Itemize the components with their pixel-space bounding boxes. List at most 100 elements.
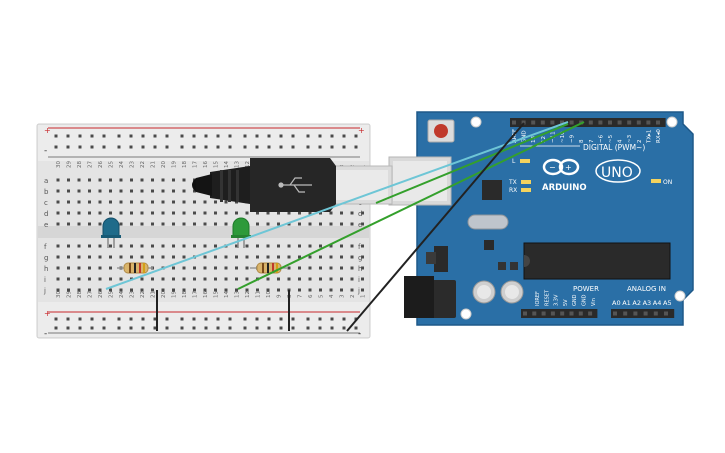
terminal-hole[interactable] <box>361 222 364 226</box>
terminal-hole[interactable] <box>182 189 186 193</box>
power-pin-header[interactable] <box>521 309 598 318</box>
terminal-hole[interactable] <box>361 244 364 248</box>
rail-hole[interactable] <box>243 326 247 330</box>
terminal-hole[interactable] <box>277 211 280 215</box>
terminal-hole[interactable] <box>88 222 91 226</box>
green-wire-short[interactable] <box>375 123 569 204</box>
header-pin[interactable] <box>540 120 545 125</box>
terminal-hole[interactable] <box>172 211 175 215</box>
blue-led[interactable] <box>101 217 121 248</box>
terminal-hole[interactable] <box>67 244 70 248</box>
rail-hole[interactable] <box>318 326 322 330</box>
rail-hole[interactable] <box>330 317 334 321</box>
rail-hole[interactable] <box>180 134 184 138</box>
terminal-hole[interactable] <box>361 288 364 292</box>
terminal-hole[interactable] <box>151 189 154 193</box>
rail-hole[interactable] <box>291 326 295 330</box>
terminal-hole[interactable] <box>130 211 133 215</box>
terminal-hole[interactable] <box>298 222 301 226</box>
terminal-hole[interactable] <box>182 288 186 292</box>
resistor-left[interactable] <box>117 262 153 274</box>
terminal-hole[interactable] <box>88 211 91 215</box>
terminal-hole[interactable] <box>266 244 270 248</box>
terminal-hole[interactable] <box>214 277 217 281</box>
rail-hole[interactable] <box>180 317 184 321</box>
rail-hole[interactable] <box>354 326 358 330</box>
terminal-hole[interactable] <box>256 211 259 215</box>
rail-hole[interactable] <box>117 145 121 149</box>
header-pin[interactable] <box>560 311 565 316</box>
terminal-hole[interactable] <box>109 277 112 281</box>
terminal-hole[interactable] <box>88 255 91 259</box>
rail-hole[interactable] <box>90 134 94 138</box>
header-pin[interactable] <box>523 311 527 316</box>
rail-hole[interactable] <box>330 145 334 149</box>
header-pin[interactable] <box>598 120 603 125</box>
terminal-hole[interactable] <box>109 211 112 215</box>
terminal-hole[interactable] <box>224 277 228 281</box>
terminal-hole[interactable] <box>88 244 91 248</box>
terminal-hole[interactable] <box>67 189 70 193</box>
terminal-hole[interactable] <box>67 288 70 292</box>
terminal-hole[interactable] <box>151 178 154 182</box>
terminal-hole[interactable] <box>130 200 133 204</box>
rail-hole[interactable] <box>66 317 70 321</box>
rail-hole[interactable] <box>228 317 232 321</box>
header-pin[interactable] <box>646 120 651 125</box>
terminal-hole[interactable] <box>109 255 112 259</box>
terminal-hole[interactable] <box>140 277 144 281</box>
terminal-hole[interactable] <box>235 244 238 248</box>
rail-hole[interactable] <box>129 317 133 321</box>
terminal-hole[interactable] <box>56 222 60 226</box>
terminal-hole[interactable] <box>287 222 291 226</box>
terminal-hole[interactable] <box>98 288 102 292</box>
rail-hole[interactable] <box>204 317 208 321</box>
terminal-hole[interactable] <box>119 255 123 259</box>
header-pin[interactable] <box>569 120 574 125</box>
rail-hole[interactable] <box>117 317 121 321</box>
rail-hole[interactable] <box>279 134 283 138</box>
terminal-hole[interactable] <box>193 266 196 270</box>
rail-hole[interactable] <box>153 317 157 321</box>
rail-hole[interactable] <box>342 326 346 330</box>
terminal-hole[interactable] <box>56 255 60 259</box>
header-pin[interactable] <box>656 120 660 125</box>
terminal-hole[interactable] <box>308 288 312 292</box>
rail-hole[interactable] <box>342 317 346 321</box>
rail-hole[interactable] <box>204 145 208 149</box>
terminal-hole[interactable] <box>161 222 165 226</box>
terminal-hole[interactable] <box>319 266 322 270</box>
terminal-hole[interactable] <box>161 211 165 215</box>
rail-hole[interactable] <box>342 145 346 149</box>
rail-hole[interactable] <box>330 134 334 138</box>
terminal-hole[interactable] <box>77 266 81 270</box>
terminal-hole[interactable] <box>329 222 333 226</box>
terminal-hole[interactable] <box>182 277 186 281</box>
header-pin[interactable] <box>613 311 617 316</box>
header-pin[interactable] <box>541 311 546 316</box>
header-pin[interactable] <box>578 311 583 316</box>
terminal-hole[interactable] <box>319 277 322 281</box>
rail-hole[interactable] <box>267 326 271 330</box>
terminal-hole[interactable] <box>140 211 144 215</box>
terminal-hole[interactable] <box>298 277 301 281</box>
terminal-hole[interactable] <box>119 178 123 182</box>
usb-cable[interactable] <box>192 158 393 212</box>
rail-hole[interactable] <box>228 134 232 138</box>
terminal-hole[interactable] <box>203 255 207 259</box>
black-ground-wire[interactable] <box>346 122 525 332</box>
terminal-hole[interactable] <box>214 222 217 226</box>
header-pin[interactable] <box>627 120 632 125</box>
terminal-hole[interactable] <box>56 189 60 193</box>
terminal-hole[interactable] <box>245 211 249 215</box>
terminal-hole[interactable] <box>214 255 217 259</box>
analog-pin-header[interactable] <box>611 309 675 318</box>
terminal-hole[interactable] <box>319 222 322 226</box>
terminal-hole[interactable] <box>182 178 186 182</box>
rail-hole[interactable] <box>141 326 145 330</box>
digital-pin-header[interactable] <box>510 118 666 127</box>
terminal-hole[interactable] <box>56 288 60 292</box>
terminal-hole[interactable] <box>109 266 112 270</box>
rail-hole[interactable] <box>291 134 295 138</box>
terminal-hole[interactable] <box>67 178 70 182</box>
